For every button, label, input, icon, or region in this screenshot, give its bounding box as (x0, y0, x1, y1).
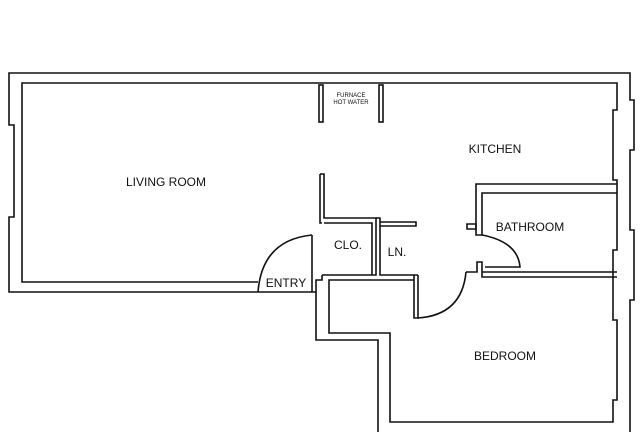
bedroom-door-leaf (413, 275, 419, 319)
entry-jamb (315, 275, 323, 292)
furnace-wall-right (378, 84, 384, 123)
bathroom-label: BATHROOM (496, 220, 564, 234)
bathroom-wall (475, 183, 617, 236)
furnace-label: FURNACE (336, 93, 365, 99)
linen-label: LN. (388, 245, 407, 259)
exterior-wall-outer (8, 72, 635, 432)
bathroom-door-swing (481, 234, 521, 268)
closet-wall (319, 173, 377, 276)
living-room-label: LIVING ROOM (126, 175, 206, 189)
closet-right-wall (376, 217, 418, 276)
entry-wall-lower (312, 291, 379, 432)
bathroom-stub (466, 223, 477, 230)
kitchen-label: KITCHEN (469, 142, 522, 156)
bedroom-label: BEDROOM (474, 349, 536, 363)
entry-label: ENTRY (266, 276, 306, 290)
entry-door-swing (257, 234, 313, 293)
bathroom-lower-wall (466, 261, 617, 278)
linen-stub-wall (380, 221, 417, 227)
furnace-wall-left (318, 84, 324, 123)
hot-water-label: HOT WATER (333, 100, 369, 106)
exterior-wall-inner (21, 82, 618, 423)
bedroom-door-swing (417, 271, 467, 319)
closet-label: CLO. (334, 238, 362, 252)
